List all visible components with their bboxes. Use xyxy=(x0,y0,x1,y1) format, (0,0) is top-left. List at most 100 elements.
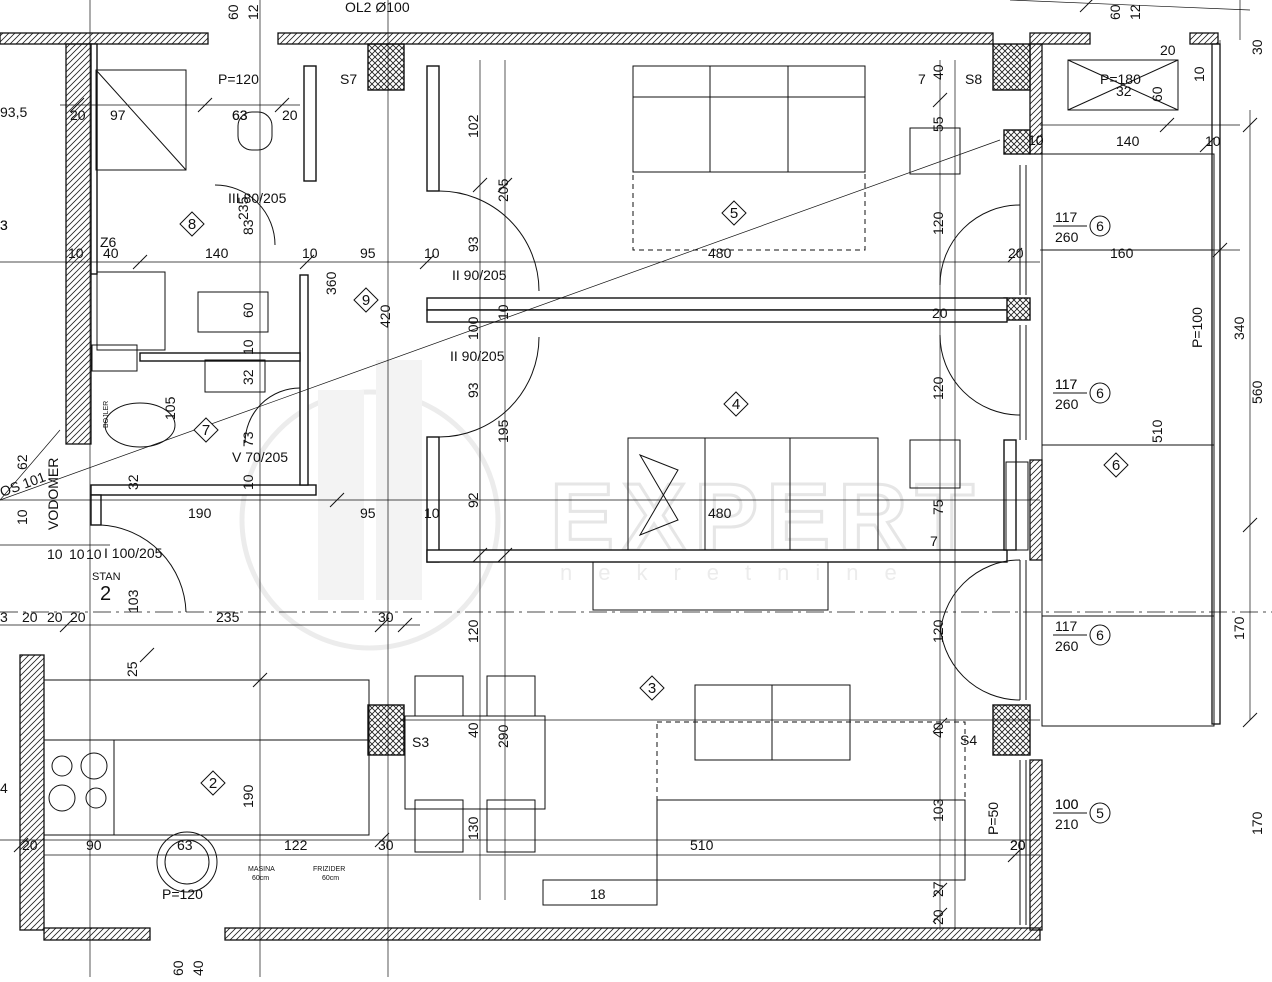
label-door-v: V 70/205 xyxy=(232,449,288,465)
dimension-value: 10 xyxy=(424,245,440,261)
dimension-value: 20 xyxy=(22,609,38,625)
dimension-value: 10 xyxy=(240,339,256,355)
label-door-ii-b: II 90/205 xyxy=(450,348,505,364)
dimension-value: 18 xyxy=(590,886,606,902)
room-number: 7 xyxy=(202,422,210,439)
dimension-value: 10 xyxy=(240,474,256,490)
outer-walls xyxy=(0,32,1221,941)
dimension-value: 10 xyxy=(424,505,440,521)
dimension-value: 60 xyxy=(170,960,186,976)
dimension-value: 340 xyxy=(1231,316,1247,340)
dimension-value: 510 xyxy=(690,837,714,853)
dimension-value: 235 xyxy=(235,196,251,220)
dimension-value: 3 xyxy=(0,609,8,625)
dimension-value: 40 xyxy=(190,960,206,976)
dimension-value: 160 xyxy=(1110,245,1134,261)
room-tag: 5 xyxy=(721,200,747,226)
dimension-value: 480 xyxy=(708,245,732,261)
dimension-value: 10 xyxy=(86,546,102,562)
label-s7: S7 xyxy=(340,71,357,87)
dimension-value: 60 xyxy=(225,4,241,20)
dimension-ticks xyxy=(13,0,1258,923)
room-tag: 3 xyxy=(639,675,665,701)
dimension-value: 27 xyxy=(930,881,946,897)
dimension-value: 63 xyxy=(177,837,193,853)
label-frizider-width: 60cm xyxy=(322,875,339,882)
label-os101: OS 101 xyxy=(0,468,48,499)
dimension-value: 93 xyxy=(465,236,481,252)
dimension-value: 25 xyxy=(124,661,140,677)
dimension-value: 102 xyxy=(465,114,481,138)
dimension-value: 510 xyxy=(1149,419,1165,443)
dimension-value: 32 xyxy=(1116,83,1132,99)
room-tag: 4 xyxy=(723,391,749,417)
dimension-value: 32 xyxy=(125,474,141,490)
label-stan: STAN xyxy=(92,571,121,583)
watermark-sub: nekretnine xyxy=(560,560,923,585)
dimension-value: 20 xyxy=(1010,837,1026,853)
dimension-value: 205 xyxy=(495,178,511,202)
dimension-value: 10 xyxy=(68,245,84,261)
label-93-5: 93,5 xyxy=(0,104,27,120)
plan-labels: OL2 Ø100 P=120 P=180 P=100 P=50 P=120 S7… xyxy=(0,0,1205,902)
dimension-value: 40 xyxy=(103,245,119,261)
dimension-value: 360 xyxy=(323,271,339,295)
window-height: 210 xyxy=(1055,816,1079,832)
window-type: 6 xyxy=(1096,385,1104,401)
dimension-value: 20 xyxy=(1160,42,1176,58)
dimension-value: 10 xyxy=(47,546,63,562)
dimension-value: 140 xyxy=(1116,133,1140,149)
window-tag: 117 260 6 xyxy=(1053,376,1111,412)
dimension-value: 290 xyxy=(495,724,511,748)
dimension-value: 95 xyxy=(360,505,376,521)
dimension-value: 20 xyxy=(282,107,298,123)
dimension-value: 120 xyxy=(930,619,946,643)
dimension-value: 90 xyxy=(86,837,102,853)
columns xyxy=(367,43,1031,756)
dimension-value: 105 xyxy=(162,396,178,420)
dimension-value: 10 xyxy=(69,546,85,562)
dimension-value: 103 xyxy=(930,798,946,822)
dimension-value: 60 xyxy=(1149,86,1165,102)
furniture xyxy=(43,65,1029,906)
dimension-value: 30 xyxy=(1249,39,1265,55)
window-width: 117 xyxy=(1055,376,1078,392)
label-s3: S3 xyxy=(412,734,429,750)
watermark: EXPERT nekretnine xyxy=(239,360,976,651)
label-stan-number: 2 xyxy=(100,583,111,605)
dimension-value: 117 xyxy=(1055,376,1078,392)
room-tag: 8 xyxy=(179,211,205,237)
room-number: 5 xyxy=(730,205,738,222)
label-frizider: FRIZIDER xyxy=(313,866,345,873)
dimension-value: 130 xyxy=(465,816,481,840)
dimension-value: 122 xyxy=(284,837,308,853)
label-masina: MASINA xyxy=(248,866,275,873)
room-number: 8 xyxy=(188,216,196,233)
dimension-value: 63 xyxy=(232,107,248,123)
window-height: 260 xyxy=(1055,396,1079,412)
window-openings xyxy=(1019,165,1027,925)
dimension-value: 62 xyxy=(14,454,30,470)
interior-walls xyxy=(90,43,1017,563)
dimension-value: 190 xyxy=(240,784,256,808)
dimension-value: 12 xyxy=(245,4,261,20)
dimension-value: 20 xyxy=(1010,837,1026,853)
window-width: 117 xyxy=(1055,209,1078,225)
window-width: 100 xyxy=(1055,796,1079,812)
label-p100: P=100 xyxy=(1189,307,1205,348)
dimension-value: 10 xyxy=(1028,132,1044,148)
window-type: 6 xyxy=(1096,218,1104,234)
dimension-value: 100 xyxy=(1055,796,1079,812)
dimension-value: 20 xyxy=(1008,245,1024,261)
dimension-value: 10 xyxy=(1191,66,1207,82)
room-tag: 7 xyxy=(193,417,219,443)
dimension-value: 20 xyxy=(70,107,86,123)
dimension-value: 30 xyxy=(378,837,394,853)
label-s8: S8 xyxy=(965,71,982,87)
dimension-value: 100 xyxy=(465,316,481,340)
dimension-value: 480 xyxy=(708,505,732,521)
label-p120-top: P=120 xyxy=(218,71,259,87)
